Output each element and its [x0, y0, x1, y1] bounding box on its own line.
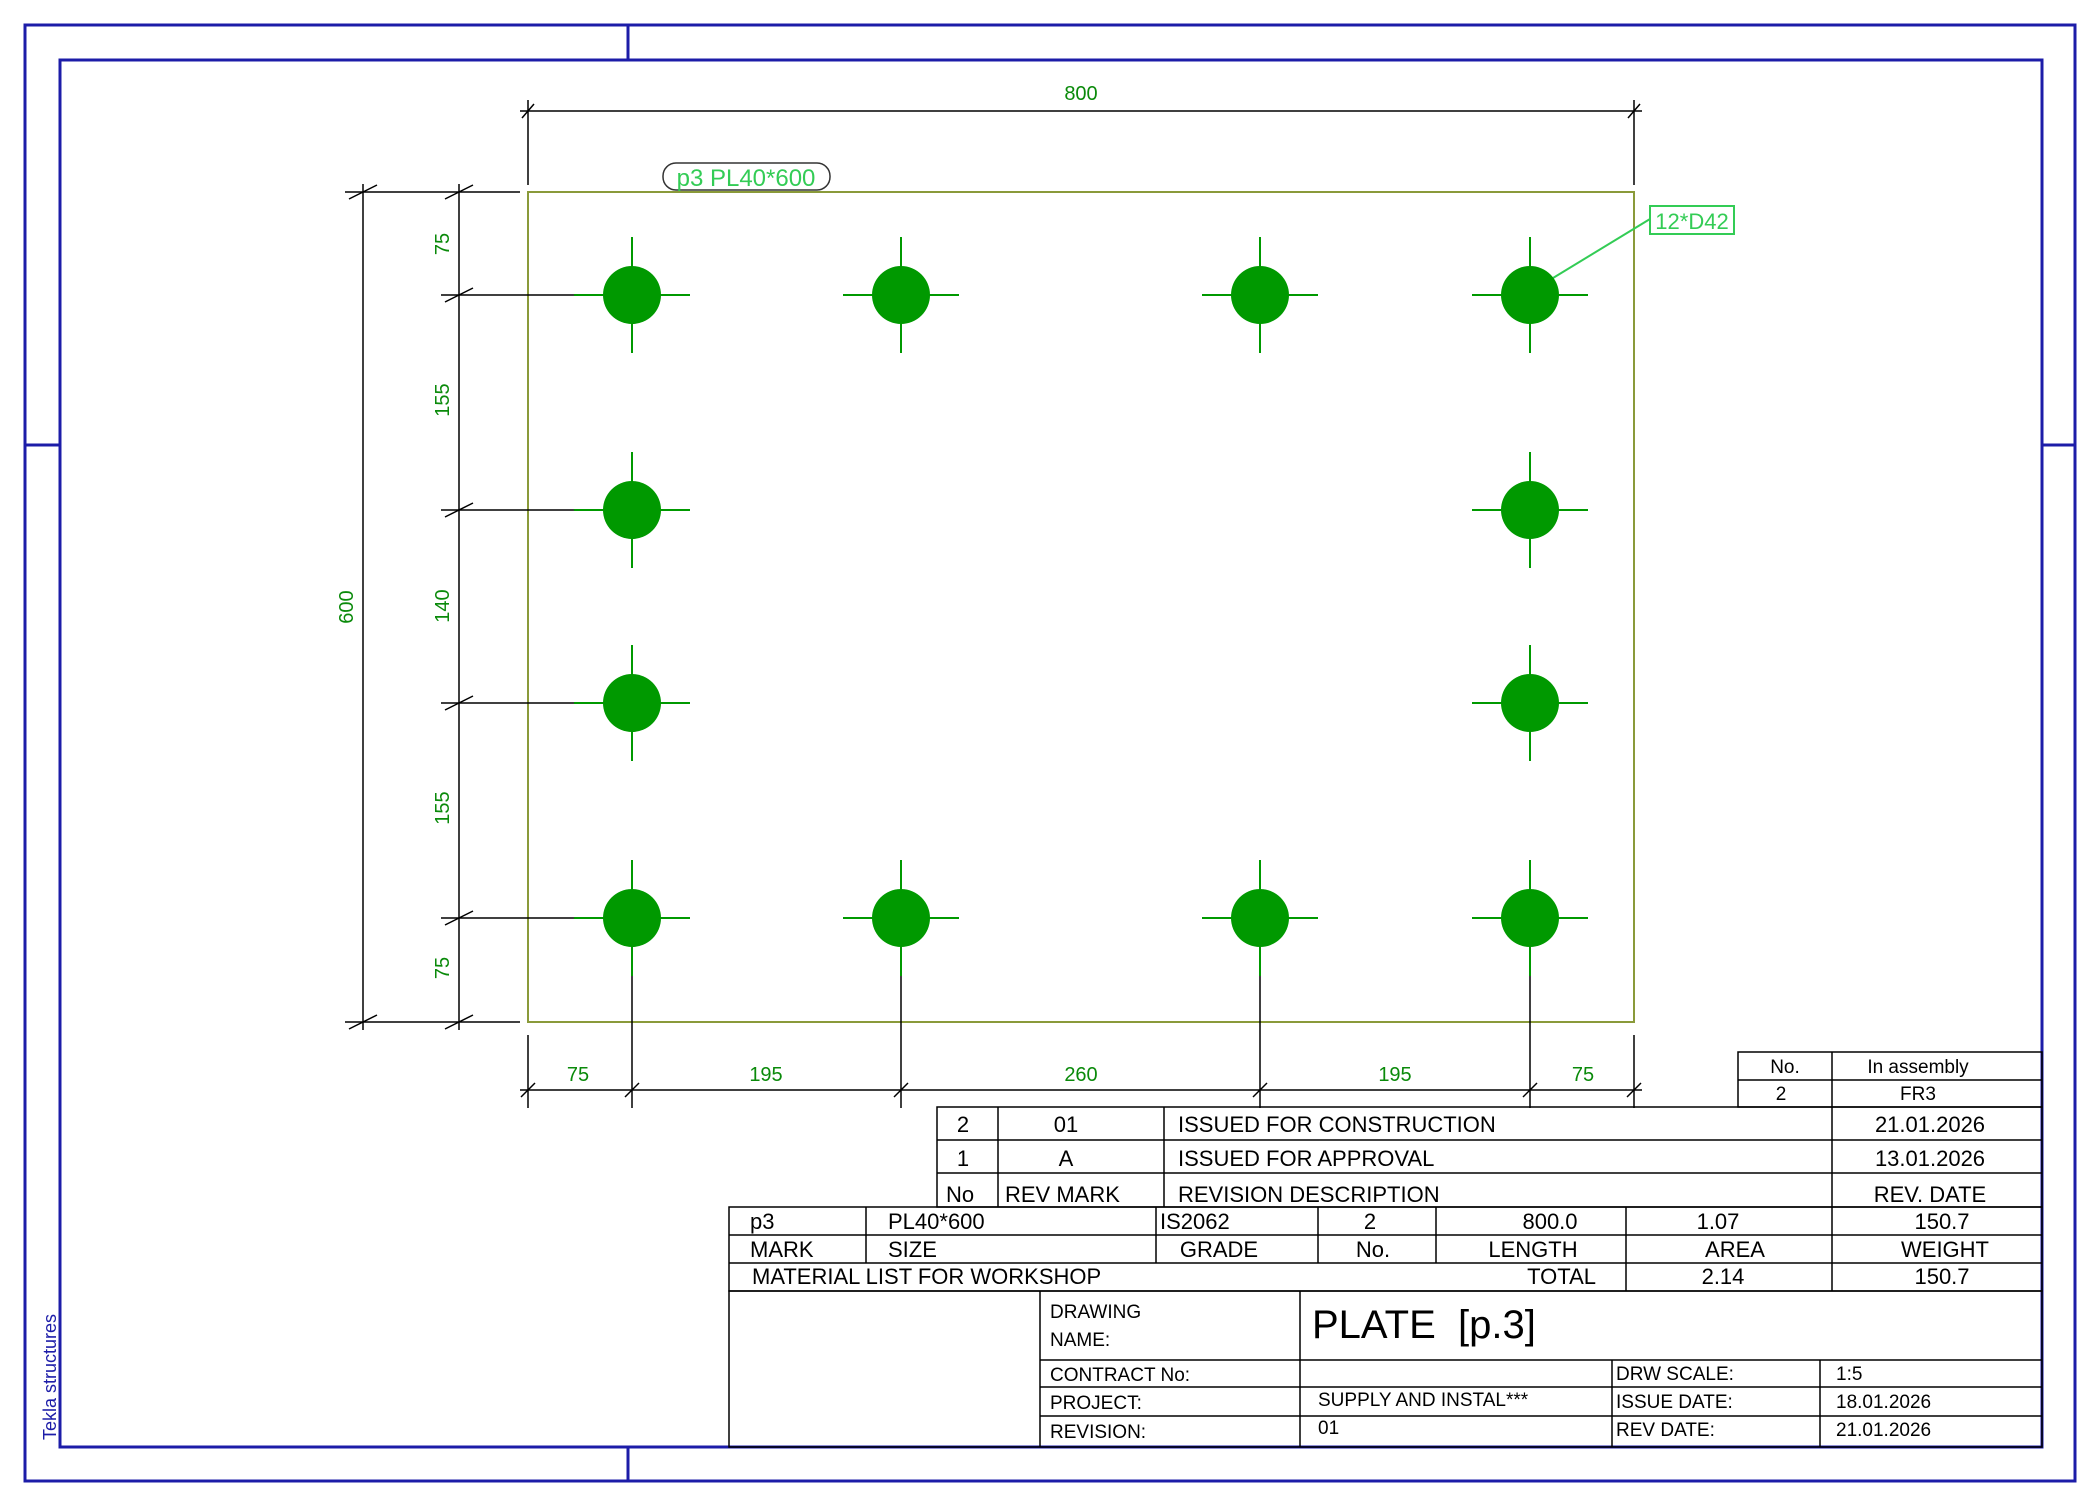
material-area: 1.07 — [1697, 1209, 1740, 1234]
material-header-grade: GRADE — [1180, 1237, 1258, 1262]
dim-horizontal-4: 195 — [1378, 1064, 1411, 1086]
issue-date-value: 18.01.2026 — [1836, 1392, 1931, 1413]
bolt-hole — [1202, 237, 1318, 353]
revision-header-no: No — [946, 1182, 974, 1207]
revision-label: REVISION: — [1050, 1422, 1146, 1443]
drawing-name: PLATE [p.3] — [1312, 1303, 1536, 1347]
revision-header-description: REVISION DESCRIPTION — [1178, 1182, 1440, 1207]
dim-vertical-3: 140 — [432, 589, 454, 622]
bolt-hole — [1472, 452, 1588, 568]
rev-date-value: 21.01.2026 — [1836, 1420, 1931, 1441]
dim-overall-height: 600 — [336, 590, 358, 623]
drawing-name-label-1: DRAWING — [1050, 1302, 1141, 1323]
dim-overall-width: 800 — [1064, 83, 1097, 105]
hole-leader[interactable]: 12*D42 — [1529, 205, 1735, 293]
material-header-weight: WEIGHT — [1901, 1237, 1989, 1262]
bolt-hole — [843, 860, 959, 976]
rev-date-label: REV DATE: — [1616, 1420, 1715, 1441]
project-label: PROJECT: — [1050, 1393, 1142, 1414]
assembly-table: No. In assembly 2 FR3 — [1737, 1051, 2043, 1108]
dim-horizontal-5: 75 — [1572, 1064, 1594, 1086]
material-total-weight: 150.7 — [1914, 1264, 1969, 1289]
material-list: p3 PL40*600 IS2062 2 800.0 1.07 150.7 MA… — [728, 1206, 2043, 1292]
revision-row-1-no: 2 — [957, 1112, 969, 1137]
assembly-value-in-assembly: FR3 — [1900, 1084, 1936, 1105]
revision-row-2-date: 13.01.2026 — [1875, 1146, 1985, 1171]
bolt-holes — [574, 237, 1588, 976]
assembly-value-no: 2 — [1776, 1084, 1787, 1105]
material-list-label: MATERIAL LIST FOR WORKSHOP — [752, 1264, 1101, 1289]
material-length: 800.0 — [1522, 1209, 1577, 1234]
material-header-length: LENGTH — [1488, 1237, 1577, 1262]
title-block: DRAWING NAME: PLATE [p.3] CONTRACT No: P… — [728, 1290, 2043, 1448]
revision-row-1-description: ISSUED FOR CONSTRUCTION — [1178, 1112, 1496, 1137]
revision-row-2-no: 1 — [957, 1146, 969, 1171]
revision-row-2-mark: A — [1059, 1146, 1074, 1171]
assembly-header-no: No. — [1770, 1057, 1800, 1078]
issue-date-label: ISSUE DATE: — [1616, 1392, 1733, 1413]
material-total-area: 2.14 — [1702, 1264, 1745, 1289]
dim-horizontal-3: 260 — [1064, 1064, 1097, 1086]
bolt-hole — [574, 860, 690, 976]
revision-header-mark: REV MARK — [1005, 1182, 1120, 1207]
dim-vertical-5: 75 — [432, 957, 454, 979]
revision-header-date: REV. DATE — [1874, 1182, 1986, 1207]
dim-horizontal-2: 195 — [749, 1064, 782, 1086]
bolt-hole — [574, 237, 690, 353]
bolt-hole — [843, 237, 959, 353]
revision-row-2-description: ISSUED FOR APPROVAL — [1178, 1146, 1434, 1171]
assembly-header-in-assembly: In assembly — [1867, 1057, 1969, 1078]
dimension-lines — [348, 103, 1642, 1098]
scale-label: DRW SCALE: — [1616, 1364, 1734, 1385]
material-grade: IS2062 — [1160, 1209, 1230, 1234]
dim-vertical-2: 155 — [432, 383, 454, 416]
scale-value: 1:5 — [1836, 1364, 1862, 1385]
material-header-size: SIZE — [888, 1237, 937, 1262]
revision-row-1-mark: 01 — [1054, 1112, 1078, 1137]
bolt-hole — [574, 452, 690, 568]
revision-row-1-date: 21.01.2026 — [1875, 1112, 1985, 1137]
dim-horizontal-1: 75 — [567, 1064, 589, 1086]
revision-table: 2 01 ISSUED FOR CONSTRUCTION 21.01.2026 … — [936, 1106, 2043, 1208]
material-weight: 150.7 — [1914, 1209, 1969, 1234]
material-count: 2 — [1364, 1209, 1376, 1234]
bolt-hole — [1472, 860, 1588, 976]
project-value: SUPPLY AND INSTAL*** — [1318, 1390, 1529, 1411]
hole-count-label: 12*D42 — [1655, 209, 1728, 234]
drawing-name-label-2: NAME: — [1050, 1330, 1110, 1351]
plate-outline — [527, 191, 1635, 1023]
dim-vertical-4: 155 — [432, 791, 454, 824]
extension-lines — [345, 100, 1635, 1108]
material-header-area: AREA — [1705, 1237, 1765, 1262]
material-header-no: No. — [1356, 1237, 1390, 1262]
dim-vertical-1: 75 — [432, 233, 454, 255]
bolt-hole — [1472, 645, 1588, 761]
bolt-hole — [1202, 860, 1318, 976]
material-total-label: TOTAL — [1527, 1264, 1596, 1289]
material-size: PL40*600 — [888, 1209, 985, 1234]
part-label-tag[interactable]: p3 PL40*600 — [662, 162, 831, 192]
vendor-label: Tekla structures — [40, 1314, 60, 1440]
material-header-mark: MARK — [750, 1237, 814, 1262]
bolt-hole — [1472, 237, 1588, 353]
part-label: p3 PL40*600 — [677, 165, 816, 192]
revision-value: 01 — [1318, 1418, 1339, 1439]
material-mark: p3 — [750, 1209, 774, 1234]
bolt-hole — [574, 645, 690, 761]
contract-label: CONTRACT No: — [1050, 1365, 1190, 1386]
